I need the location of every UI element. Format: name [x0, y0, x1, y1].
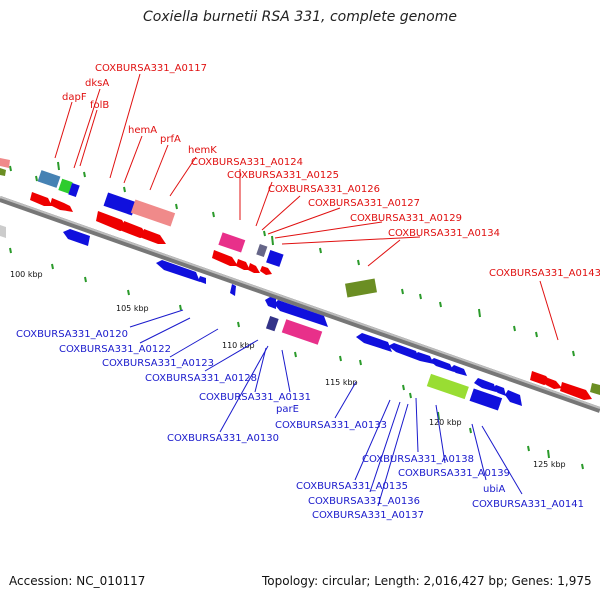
kbp-ruler: 100 kbp 105 kbp 110 kbp 115 kbp 120 kbp … — [10, 270, 566, 469]
gene-block[interactable] — [469, 388, 503, 411]
label-coxbursa331-a0135[interactable]: COXBURSA331_A0135 — [296, 481, 408, 492]
top-leader-lines — [54, 73, 559, 341]
label-coxbursa331-a0129[interactable]: COXBURSA331_A0129 — [350, 213, 462, 224]
gene-arrow[interactable] — [430, 358, 454, 372]
gene-block[interactable] — [281, 319, 323, 345]
gene-arrow[interactable] — [274, 300, 328, 327]
gene-block[interactable] — [130, 199, 176, 227]
gene-arrow[interactable] — [474, 378, 496, 392]
gene-arrow[interactable] — [248, 263, 260, 273]
gene-block[interactable] — [58, 178, 73, 194]
label-coxbursa331-a0141[interactable]: COXBURSA331_A0141 — [472, 499, 584, 510]
gene-arrow[interactable] — [236, 259, 250, 270]
label-coxbursa331-a0122[interactable]: COXBURSA331_A0122 — [59, 344, 171, 355]
gene-arrow[interactable] — [63, 229, 90, 246]
gene-arrow[interactable] — [546, 378, 562, 389]
gene-arrow[interactable] — [230, 284, 236, 296]
gene-block[interactable] — [426, 373, 469, 400]
gene-arrow[interactable] — [142, 229, 166, 244]
bottom-labels: COXBURSA331_A0120 COXBURSA331_A0122 COXB… — [16, 329, 584, 521]
label-coxbursa331-a0120[interactable]: COXBURSA331_A0120 — [16, 329, 128, 340]
upper-tick-track — [9, 161, 575, 357]
gene-block[interactable] — [345, 278, 377, 298]
gene-arrow[interactable] — [265, 297, 276, 309]
label-coxbursa331-a0130[interactable]: COXBURSA331_A0130 — [167, 433, 279, 444]
reverse-genes[interactable] — [0, 225, 522, 411]
lower-tick-track — [9, 247, 584, 470]
label-coxbursa331-a0134[interactable]: COXBURSA331_A0134 — [388, 228, 500, 239]
gene-arrow[interactable] — [156, 260, 200, 282]
label-pare[interactable]: parE — [276, 404, 299, 415]
gene-arrow[interactable] — [30, 192, 52, 206]
gene-block[interactable] — [256, 243, 268, 257]
label-hema[interactable]: hemA — [128, 125, 157, 136]
label-coxbursa331-a0136[interactable]: COXBURSA331_A0136 — [308, 496, 420, 507]
gene-arrow[interactable] — [212, 250, 238, 266]
gene-arrow[interactable] — [260, 266, 272, 275]
gene-arrow[interactable] — [0, 158, 10, 168]
label-coxbursa331-a0127[interactable]: COXBURSA331_A0127 — [308, 198, 420, 209]
forward-genes[interactable] — [0, 158, 600, 400]
tick-label-110: 110 kbp — [222, 341, 255, 350]
gene-arrow[interactable] — [492, 385, 506, 396]
genome-backbone — [0, 196, 600, 413]
label-coxbursa331-a0133[interactable]: COXBURSA331_A0133 — [275, 420, 387, 431]
top-labels: COXBURSA331_A0117 dksA dapF folB hemA pr… — [62, 63, 600, 279]
label-coxbursa331-a0125[interactable]: COXBURSA331_A0125 — [227, 170, 339, 181]
tick-label-125: 125 kbp — [533, 460, 566, 469]
label-coxbursa331-a0123[interactable]: COXBURSA331_A0123 — [102, 358, 214, 369]
label-coxbursa331-a0131[interactable]: COXBURSA331_A0131 — [199, 392, 311, 403]
gene-arrow[interactable] — [122, 221, 148, 238]
label-coxbursa331-a0137[interactable]: COXBURSA331_A0137 — [312, 510, 424, 521]
gene-block[interactable] — [218, 232, 246, 253]
tick-label-115: 115 kbp — [325, 378, 358, 387]
accession-text: Accession: NC_010117 — [9, 574, 146, 588]
tick-label-100: 100 kbp — [10, 270, 43, 279]
label-coxbursa331-a0124[interactable]: COXBURSA331_A0124 — [191, 157, 303, 168]
tick-label-105: 105 kbp — [116, 304, 149, 313]
label-ubia[interactable]: ubiA — [483, 484, 505, 495]
gene-arrow[interactable] — [0, 168, 6, 176]
gene-arrow[interactable] — [450, 365, 467, 376]
gene-arrow[interactable] — [590, 383, 600, 395]
gene-arrow[interactable] — [96, 211, 128, 231]
tick-label-120: 120 kbp — [429, 418, 462, 427]
gene-arrow[interactable] — [530, 371, 552, 385]
genome-backbone-highlight — [0, 196, 600, 409]
gene-block[interactable] — [266, 250, 284, 267]
gene-block[interactable] — [68, 183, 80, 197]
label-coxbursa331-a0126[interactable]: COXBURSA331_A0126 — [268, 184, 380, 195]
gene-arrow[interactable] — [388, 343, 420, 361]
gene-block[interactable] — [37, 170, 61, 188]
label-coxbursa331-a0139[interactable]: COXBURSA331_A0139 — [398, 468, 510, 479]
label-coxbursa331-a0143[interactable]: COXBURSA331_A0143 — [489, 268, 600, 279]
label-coxbursa331-a0138[interactable]: COXBURSA331_A0138 — [362, 454, 474, 465]
label-folb[interactable]: folB — [90, 100, 109, 111]
gene-arrow[interactable] — [414, 352, 434, 364]
label-dksa[interactable]: dksA — [85, 78, 109, 89]
gene-arrow[interactable] — [0, 225, 6, 238]
gene-arrow[interactable] — [198, 276, 206, 284]
label-hemk[interactable]: hemK — [188, 145, 217, 156]
map-title: Coxiella burnetii RSA 331, complete geno… — [143, 9, 457, 25]
gene-arrow[interactable] — [560, 382, 592, 400]
label-dapf[interactable]: dapF — [62, 92, 87, 103]
gene-arrow[interactable] — [356, 333, 392, 352]
gene-arrow[interactable] — [62, 203, 73, 212]
bottom-leader-lines — [129, 309, 523, 507]
gene-block[interactable] — [265, 316, 279, 332]
label-coxbursa331-a0117[interactable]: COXBURSA331_A0117 — [95, 63, 207, 74]
label-prfa[interactable]: prfA — [160, 134, 181, 145]
gene-arrow[interactable] — [505, 390, 522, 406]
gene-block[interactable] — [103, 192, 137, 216]
topology-summary: Topology: circular; Length: 2,016,427 bp… — [262, 574, 592, 588]
label-coxbursa331-a0128[interactable]: COXBURSA331_A0128 — [145, 373, 257, 384]
